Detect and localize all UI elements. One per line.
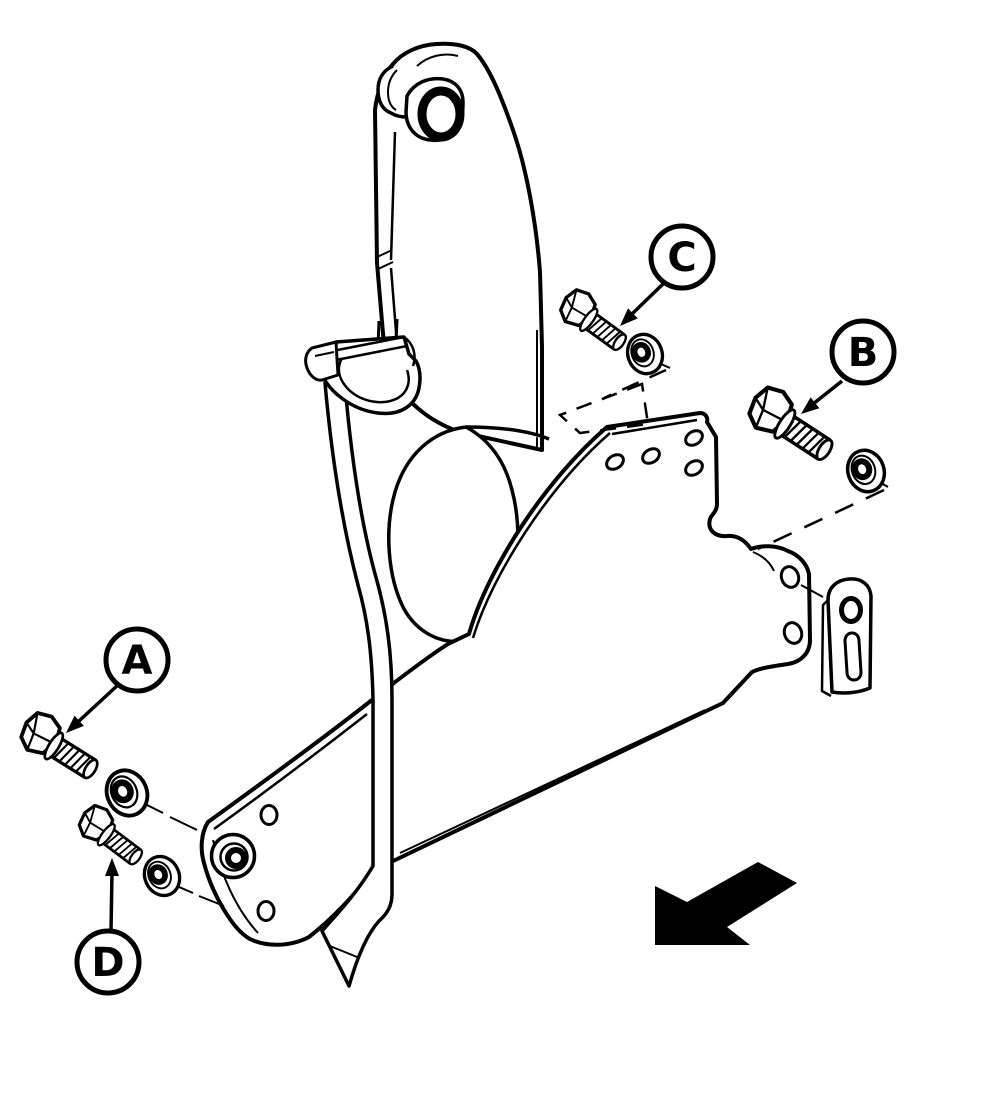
plate-holes [256, 429, 804, 922]
callout-a-circle [103, 626, 171, 694]
callout-c-circle [648, 223, 716, 291]
bolt-a [12, 705, 110, 789]
tab-hole [839, 596, 863, 624]
top-bushing [376, 64, 465, 143]
bushing-bore [417, 86, 465, 142]
clamp-strap [320, 381, 394, 988]
callout-d-label: D [91, 940, 124, 986]
washer-b [842, 445, 890, 497]
direction-arrow-icon [655, 862, 797, 945]
callout-c-arrowhead [620, 308, 638, 326]
callout-b: B [801, 318, 897, 414]
hook-clamp [304, 318, 422, 416]
callout-a-arrowhead [66, 715, 84, 733]
callout-b-arrowhead [801, 397, 820, 414]
clamp-ear [304, 340, 340, 382]
callout-d: D [74, 858, 142, 996]
callout-d-arrowhead [105, 858, 119, 876]
callout-a: A [66, 626, 171, 733]
washer-d [138, 851, 185, 901]
callout-b-circle [829, 318, 897, 386]
callout-c-label: C [667, 235, 696, 281]
tab-slot [843, 631, 863, 682]
callout-c: C [620, 223, 716, 326]
lower-bushing [209, 832, 257, 880]
slotted-tab [820, 577, 873, 698]
callout-d-circle [74, 928, 142, 996]
callout-b-label: B [848, 330, 879, 376]
callout-a-label: A [122, 638, 153, 684]
